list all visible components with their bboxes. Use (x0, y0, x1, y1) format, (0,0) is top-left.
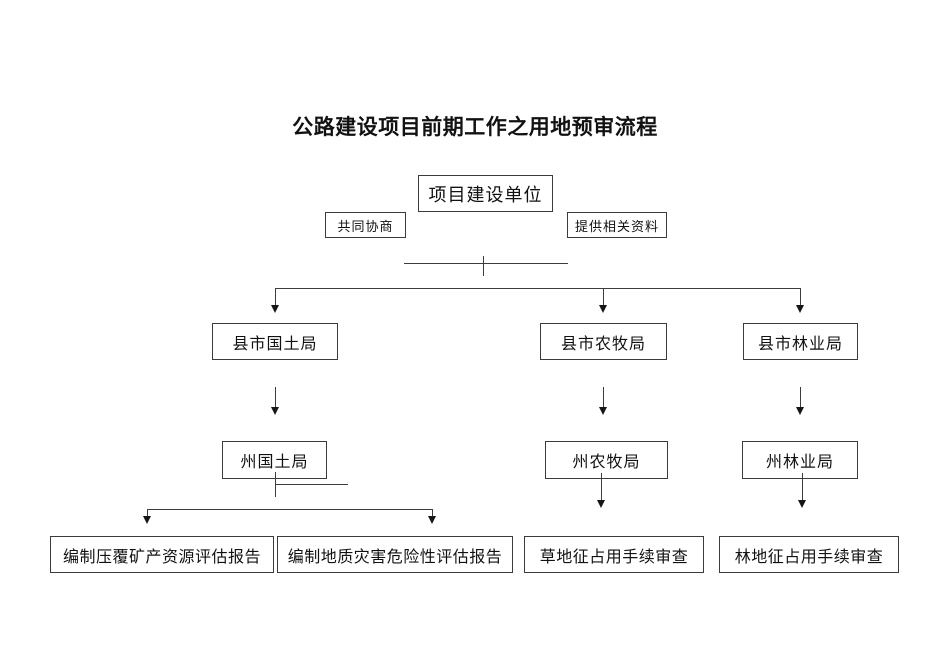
arrow-down-icon (798, 500, 806, 508)
node-county-agriculture-bureau: 县市农牧局 (540, 323, 667, 360)
connector-trunk-drop-middle (603, 288, 604, 306)
arrow-down-icon (796, 305, 804, 313)
connector-forestry-to-forestland (802, 473, 803, 501)
node-prefecture-land-bureau: 州国土局 (222, 441, 327, 479)
connector-county-to-prefecture-land (275, 387, 276, 407)
arrow-down-icon (271, 305, 279, 313)
connector-land-stub-hline (276, 484, 348, 485)
connector-land-stub-vline (275, 472, 276, 497)
connector-report-branch-drop-left (147, 509, 148, 517)
connector-trunk-hline (275, 288, 801, 289)
connector-trunk-drop-right (800, 288, 801, 306)
arrow-down-icon (428, 516, 436, 524)
node-mineral-resources-report: 编制压覆矿产资源评估报告 (50, 536, 274, 573)
connector-trunk-drop-left (275, 288, 276, 306)
connector-agriculture-to-grassland (601, 473, 602, 501)
connector-county-to-prefecture-forestry (800, 387, 801, 407)
arrow-down-icon (271, 407, 279, 415)
page-title: 公路建设项目前期工作之用地预审流程 (292, 115, 658, 139)
node-project-construction-unit: 项目建设单位 (418, 175, 553, 212)
arrow-down-icon (143, 516, 151, 524)
node-county-forestry-bureau: 县市林业局 (743, 323, 858, 360)
connector-county-to-prefecture-agriculture (603, 387, 604, 407)
node-geological-hazard-report: 编制地质灾害危险性评估报告 (277, 536, 513, 573)
connector-report-branch-hline (147, 509, 432, 510)
arrow-down-icon (599, 407, 607, 415)
node-prefecture-forestry-bureau: 州林业局 (742, 441, 858, 479)
node-prefecture-agriculture-bureau: 州农牧局 (545, 441, 668, 479)
connector-consult-hline (404, 263, 568, 264)
node-forestland-procedure-review: 林地征占用手续审查 (719, 536, 899, 573)
node-county-land-bureau: 县市国土局 (212, 323, 338, 360)
arrow-down-icon (597, 500, 605, 508)
label-joint-consultation: 共同协商 (325, 212, 406, 238)
arrow-down-icon (796, 407, 804, 415)
connector-consult-tick (483, 256, 484, 276)
arrow-down-icon (599, 305, 607, 313)
node-grassland-procedure-review: 草地征占用手续审查 (524, 536, 704, 573)
label-provide-materials: 提供相关资料 (567, 212, 667, 238)
connector-report-branch-drop-right (432, 509, 433, 517)
